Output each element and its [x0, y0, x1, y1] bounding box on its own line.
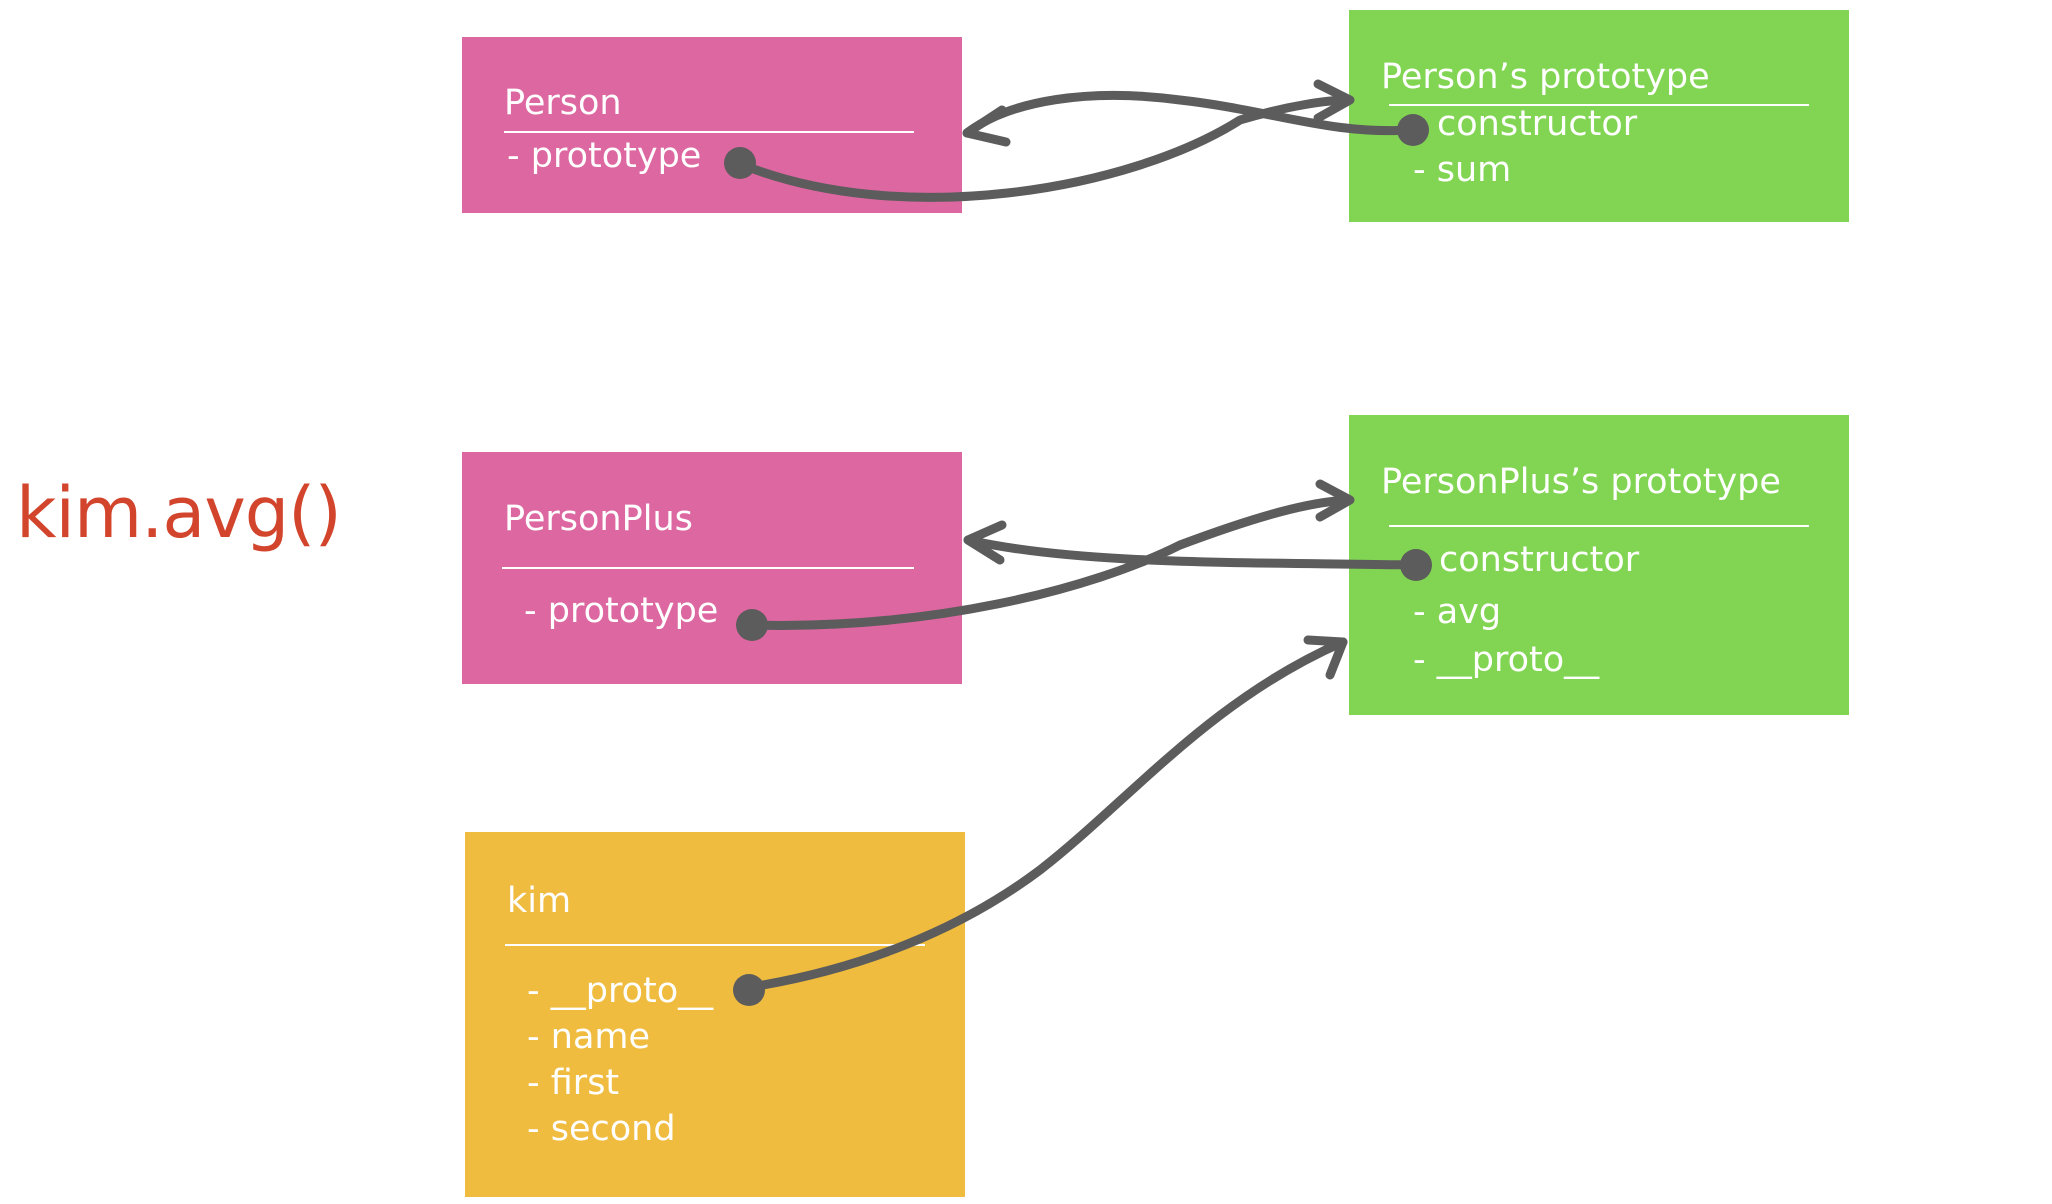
- personplus-title: PersonPlus: [504, 499, 693, 539]
- personplus-prototype-dot: [736, 609, 768, 641]
- person-prototype-link-arrowhead: [1313, 79, 1355, 123]
- expression-label: kim.avg(): [16, 472, 342, 554]
- person-prototype-field: - prototype: [507, 136, 702, 176]
- personplus-constructor-link: [963, 535, 1418, 570]
- personplus-constructor-dot: [1400, 549, 1432, 581]
- kim-box: kim - __proto__ - name - first - second: [465, 832, 965, 1197]
- personplus-prototype-avg-field: - avg: [1413, 592, 1502, 632]
- person-title: Person: [504, 83, 622, 123]
- person-prototype-title: Person’s prototype: [1381, 57, 1710, 97]
- kim-second-field: - second: [527, 1109, 676, 1149]
- kim-divider: [505, 944, 925, 946]
- person-prototype-sum-field: - sum: [1413, 150, 1512, 190]
- personplus-prototype-constructor-field: constructor: [1439, 540, 1640, 580]
- person-prototype-box: Person’s prototype constructor - sum: [1349, 10, 1849, 222]
- personplus-prototype-field: - prototype: [524, 591, 719, 631]
- personplus-divider: [502, 567, 914, 569]
- personplus-prototype-title: PersonPlus’s prototype: [1381, 462, 1781, 502]
- person-constructor-dot: [1397, 114, 1429, 146]
- person-constructor-link: [962, 90, 1415, 138]
- person-prototype-divider: [1389, 104, 1809, 106]
- person-constructor-link-arrowhead: [962, 105, 1011, 147]
- personplus-prototype-link-arrowhead: [1315, 479, 1355, 522]
- personplus-prototype-proto-field: - __proto__: [1413, 640, 1600, 680]
- kim-title: kim: [507, 881, 572, 921]
- personplus-prototype-box: PersonPlus’s prototype constructor - avg…: [1349, 415, 1849, 715]
- kim-proto-field: - __proto__: [527, 971, 714, 1011]
- kim-proto-dot: [733, 974, 765, 1006]
- kim-proto-link: [740, 637, 1348, 993]
- person-prototype-dot: [724, 147, 756, 179]
- personplus-box: PersonPlus - prototype: [462, 452, 962, 684]
- personplus-prototype-divider: [1389, 525, 1809, 527]
- kim-name-field: - name: [527, 1017, 651, 1057]
- kim-proto-link-arrowhead: [1303, 635, 1348, 680]
- person-prototype-constructor-field: constructor: [1437, 104, 1638, 144]
- kim-first-field: - first: [527, 1063, 620, 1103]
- person-prototype-link: [733, 95, 1353, 202]
- person-divider: [504, 131, 914, 133]
- person-box: Person - prototype: [462, 37, 962, 213]
- personplus-constructor-link-arrowhead: [963, 520, 1007, 565]
